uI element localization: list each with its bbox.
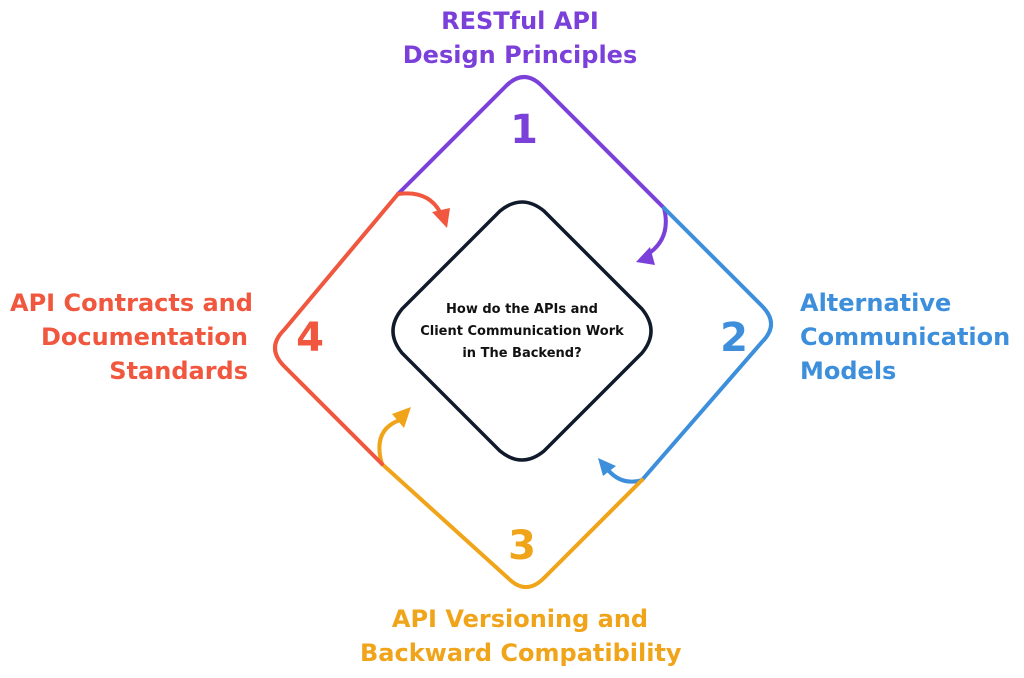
step-2-title-line: Communication xyxy=(800,323,1011,351)
step-4-title-line: Documentation xyxy=(40,323,248,351)
step-2-title-line: Models xyxy=(800,357,897,385)
step-4-title: API Contracts and Documentation Standard… xyxy=(10,286,253,388)
cycle-segment-4 xyxy=(273,192,400,466)
step-1-title: RESTful API Design Principles xyxy=(370,4,670,72)
arrow-1 xyxy=(643,206,668,258)
arrow-4 xyxy=(396,191,442,214)
arrow-2-head xyxy=(598,458,616,476)
step-1-title-line: RESTful API xyxy=(441,7,599,35)
step-3-number: 3 xyxy=(508,523,536,569)
cycle-segment-1 xyxy=(396,75,666,210)
step-4-title-line: Standards xyxy=(109,357,248,385)
center-question-line: How do the APIs and xyxy=(446,302,598,317)
step-4-number: 4 xyxy=(296,315,324,361)
center-question: How do the APIs and Client Communication… xyxy=(392,299,652,365)
step-3-title-line: API Versioning and xyxy=(391,605,649,633)
step-1-title-line: Design Principles xyxy=(402,41,638,69)
step-1-number: 1 xyxy=(510,107,538,153)
arrow-1-head xyxy=(636,247,655,265)
step-2-number: 2 xyxy=(720,315,748,361)
center-question-line: Client Communication Work xyxy=(420,324,624,339)
center-diamond xyxy=(391,200,653,462)
step-3-title-line: Backward Compatibility xyxy=(360,639,682,667)
arrow-3 xyxy=(377,418,402,466)
cycle-segment-3 xyxy=(380,462,644,589)
step-3-title: API Versioning and Backward Compatibilit… xyxy=(360,602,682,670)
arrow-4-head xyxy=(432,208,450,228)
arrow-2 xyxy=(606,468,644,484)
step-2-title-line: Alternative xyxy=(800,289,952,317)
step-4-title-line: API Contracts and xyxy=(10,289,253,317)
arrow-3-head xyxy=(392,407,411,428)
step-2-title: Alternative Communication Models xyxy=(800,286,1020,388)
center-question-line: in The Backend? xyxy=(462,346,582,361)
cycle-segment-2 xyxy=(640,206,773,482)
